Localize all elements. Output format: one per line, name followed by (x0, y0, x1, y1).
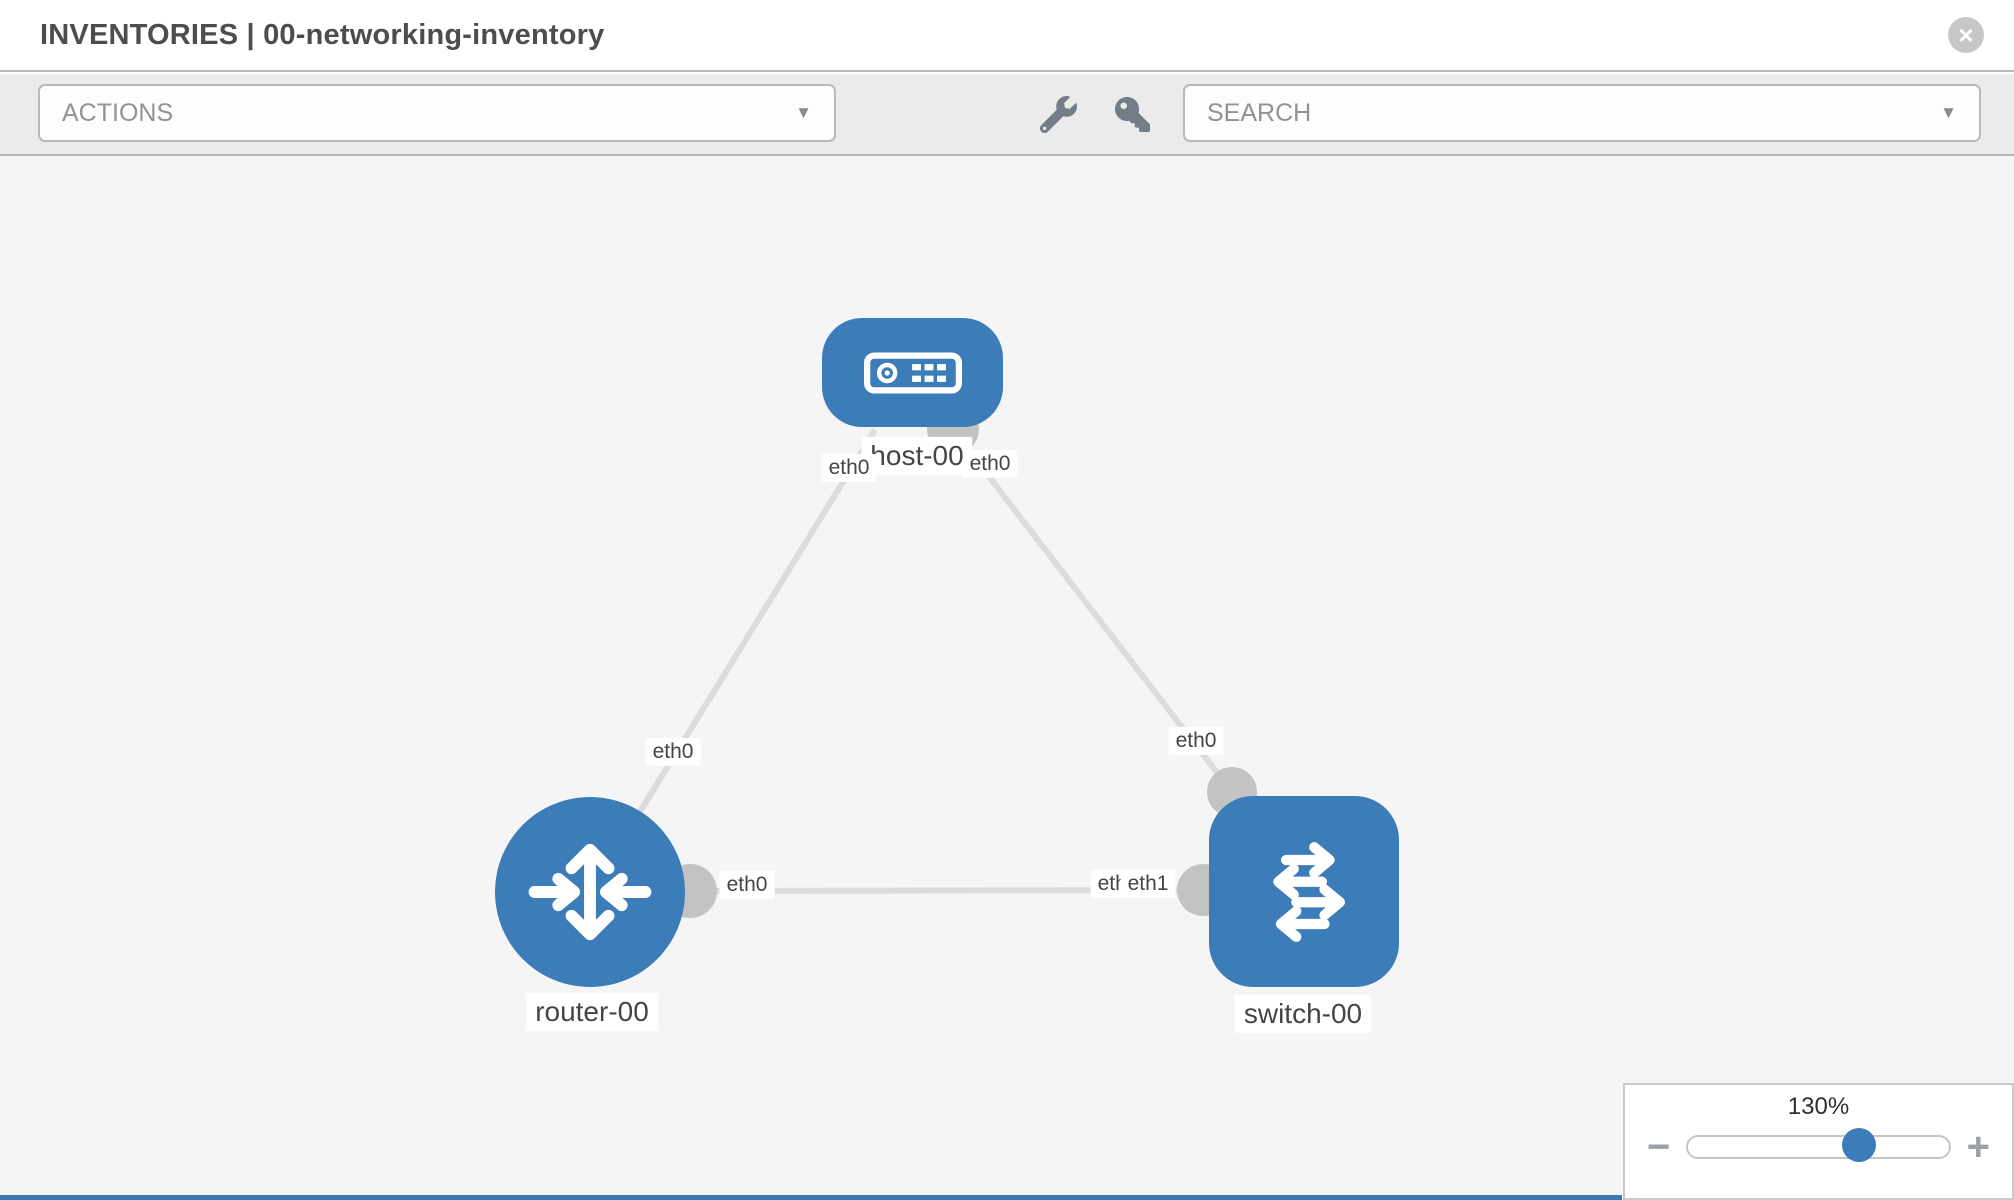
zoom-out-button[interactable]: − (1647, 1125, 1671, 1169)
interface-label-switch-eth0-top: eth0 (1168, 726, 1224, 756)
zoom-slider-thumb[interactable] (1842, 1128, 1877, 1162)
bottom-edge-strip (0, 1195, 1622, 1200)
interface-label-host-eth0-right: eth0 (962, 449, 1018, 479)
search-placeholder: SEARCH (1207, 98, 1312, 127)
zoom-level-value: 130% (1787, 1093, 1850, 1120)
zoom-control-panel: 130% − + (1623, 1083, 2014, 1200)
interface-label-router-eth0-right: eth0 (719, 870, 775, 900)
node-host-00[interactable] (822, 318, 1003, 427)
credentials-button[interactable] (1115, 96, 1150, 132)
zoom-slider-row: − + (1625, 1127, 2012, 1167)
topology-graph (617, 403, 1257, 918)
node-switch-00[interactable] (1209, 796, 1399, 987)
close-button[interactable]: × (1948, 17, 1984, 53)
switch-icon (1273, 841, 1345, 942)
node-router-00[interactable] (495, 797, 685, 987)
toolbar: ACTIONS ▼ SEARCH ▼ (0, 74, 2014, 156)
configure-button[interactable] (1040, 95, 1077, 133)
header: INVENTORIES | 00-networking-inventory × (0, 0, 2014, 72)
zoom-slider-track[interactable] (1686, 1128, 1951, 1162)
zoom-in-button[interactable]: + (1966, 1125, 1990, 1169)
key-icon (1115, 96, 1150, 132)
actions-dropdown[interactable]: ACTIONS ▼ (38, 84, 836, 142)
chevron-down-icon: ▼ (795, 103, 812, 122)
interface-label-router-eth0-top: eth0 (645, 737, 701, 767)
chevron-down-icon: ▼ (1940, 103, 1957, 122)
interface-label-host-eth0-left: eth0 (821, 453, 877, 483)
toolbar-tools (1040, 74, 1150, 154)
wrench-icon (1040, 95, 1077, 133)
actions-dropdown-label: ACTIONS (62, 98, 174, 127)
node-label-host: host-00 (861, 436, 973, 476)
interface-label-switch-eth1-left: eth1 (1120, 869, 1176, 899)
node-label-switch: switch-00 (1234, 994, 1372, 1034)
host-icon (863, 352, 962, 393)
topology-canvas[interactable]: host-00 router-00 switch-00 eth0 eth0 et… (0, 156, 2014, 1200)
router-icon (528, 843, 652, 941)
node-label-router: router-00 (526, 992, 658, 1032)
search-dropdown[interactable]: SEARCH ▼ (1183, 84, 1981, 142)
close-icon: × (1958, 20, 1974, 50)
link-host-router[interactable] (617, 428, 878, 846)
page-title: INVENTORIES | 00-networking-inventory (40, 18, 605, 51)
